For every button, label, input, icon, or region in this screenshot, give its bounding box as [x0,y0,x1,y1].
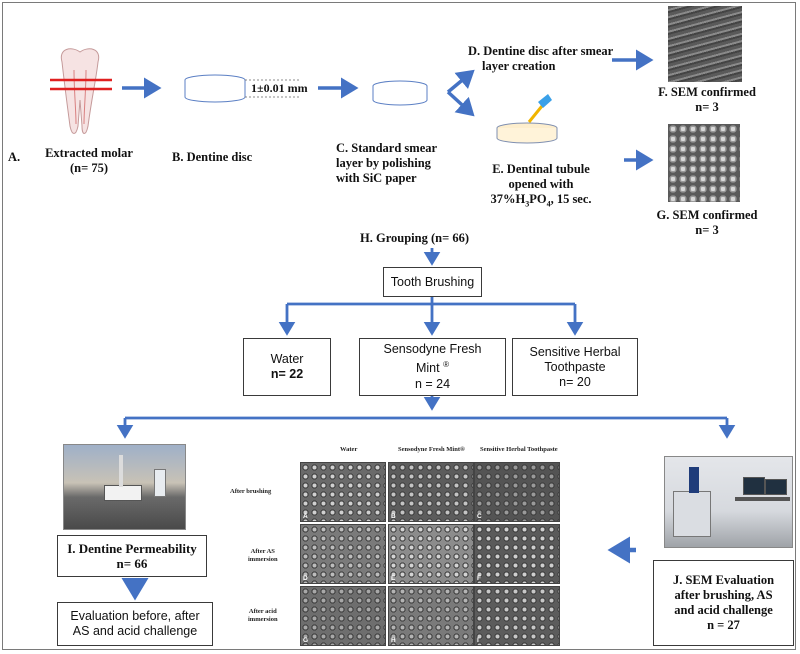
sem-micrograph-f [668,6,742,82]
sem-panel-h: H [388,586,474,646]
permeability-apparatus-photo [63,444,186,530]
arrow-c-to-d [446,69,475,94]
sem-panel-letter: B [391,513,396,520]
smear-disc-shape [372,80,428,106]
sem-results-figure: Water Sensodyne Fresh Mint® Sensitive He… [228,440,564,648]
sem-col-herbal: Sensitive Herbal Toothpaste [480,446,558,453]
sem-panel-a: A [300,462,386,522]
sem-panel-letter: I [477,637,479,644]
step-h-label: H. Grouping (n= 66) [360,231,469,245]
step-c-label: C. Standard smear layer by polishing wit… [336,141,438,185]
sem-panel-g: G [300,586,386,646]
step-b-thickness: 1±0.01 mm [251,81,308,95]
step-g-label: G. SEM confirmed n= 3 [656,208,758,237]
sem-panel-c: C [474,462,560,522]
sem-panel-letter: D [303,575,308,582]
sem-panel-e: E [388,524,474,584]
tooth-brushing-box: Tooth Brushing [383,267,482,297]
step-b-label: B. Dentine disc [172,150,253,164]
group-herbal-box: Sensitive Herbal Toothpaste n= 20 [512,338,638,396]
sem-instrument-photo [664,456,793,548]
permeability-box: I. Dentine Permeability n= 66 [57,535,207,577]
sem-panel-letter: F [477,575,481,582]
dentine-disc-shape [184,74,300,103]
sem-panel-letter: G [303,637,309,644]
step-d-label: D. Dentine disc after smear layer creati… [468,44,614,73]
sem-panel-letter: H [391,637,396,644]
group-water-box: Water n= 22 [243,338,331,396]
sem-panel-letter: A [303,513,308,520]
sem-panel-d: D [300,524,386,584]
sem-panel-f: F [474,524,560,584]
sem-evaluation-box: J. SEM Evaluation after brushing, AS and… [653,560,794,646]
sem-panel-b: B [388,462,474,522]
step-f-label: F. SEM confirmed n= 3 [658,85,756,114]
sem-panel-letter: C [477,513,482,520]
step-a-label: Extracted molar (n= 75) [45,146,133,175]
sem-col-sensodyne: Sensodyne Fresh Mint® [398,446,465,453]
tooth-illustration [50,48,112,134]
sem-panel-i: I [474,586,560,646]
arrow-c-to-e [446,90,475,117]
step-a-letter: A. [8,150,21,164]
group-sensodyne-box: Sensodyne Fresh Mint ® n = 24 [359,338,506,396]
sem-panel-letter: E [391,575,396,582]
etching-disc-shape [496,94,558,144]
sem-col-water: Water [340,446,358,453]
sem-micrograph-g [668,124,740,202]
evaluation-box: Evaluation before, after AS and acid cha… [57,602,213,646]
step-e-label: E. Dentinal tubule opened with 37%H3PO4,… [490,162,592,209]
sem-row-1: After brushing [230,488,272,495]
